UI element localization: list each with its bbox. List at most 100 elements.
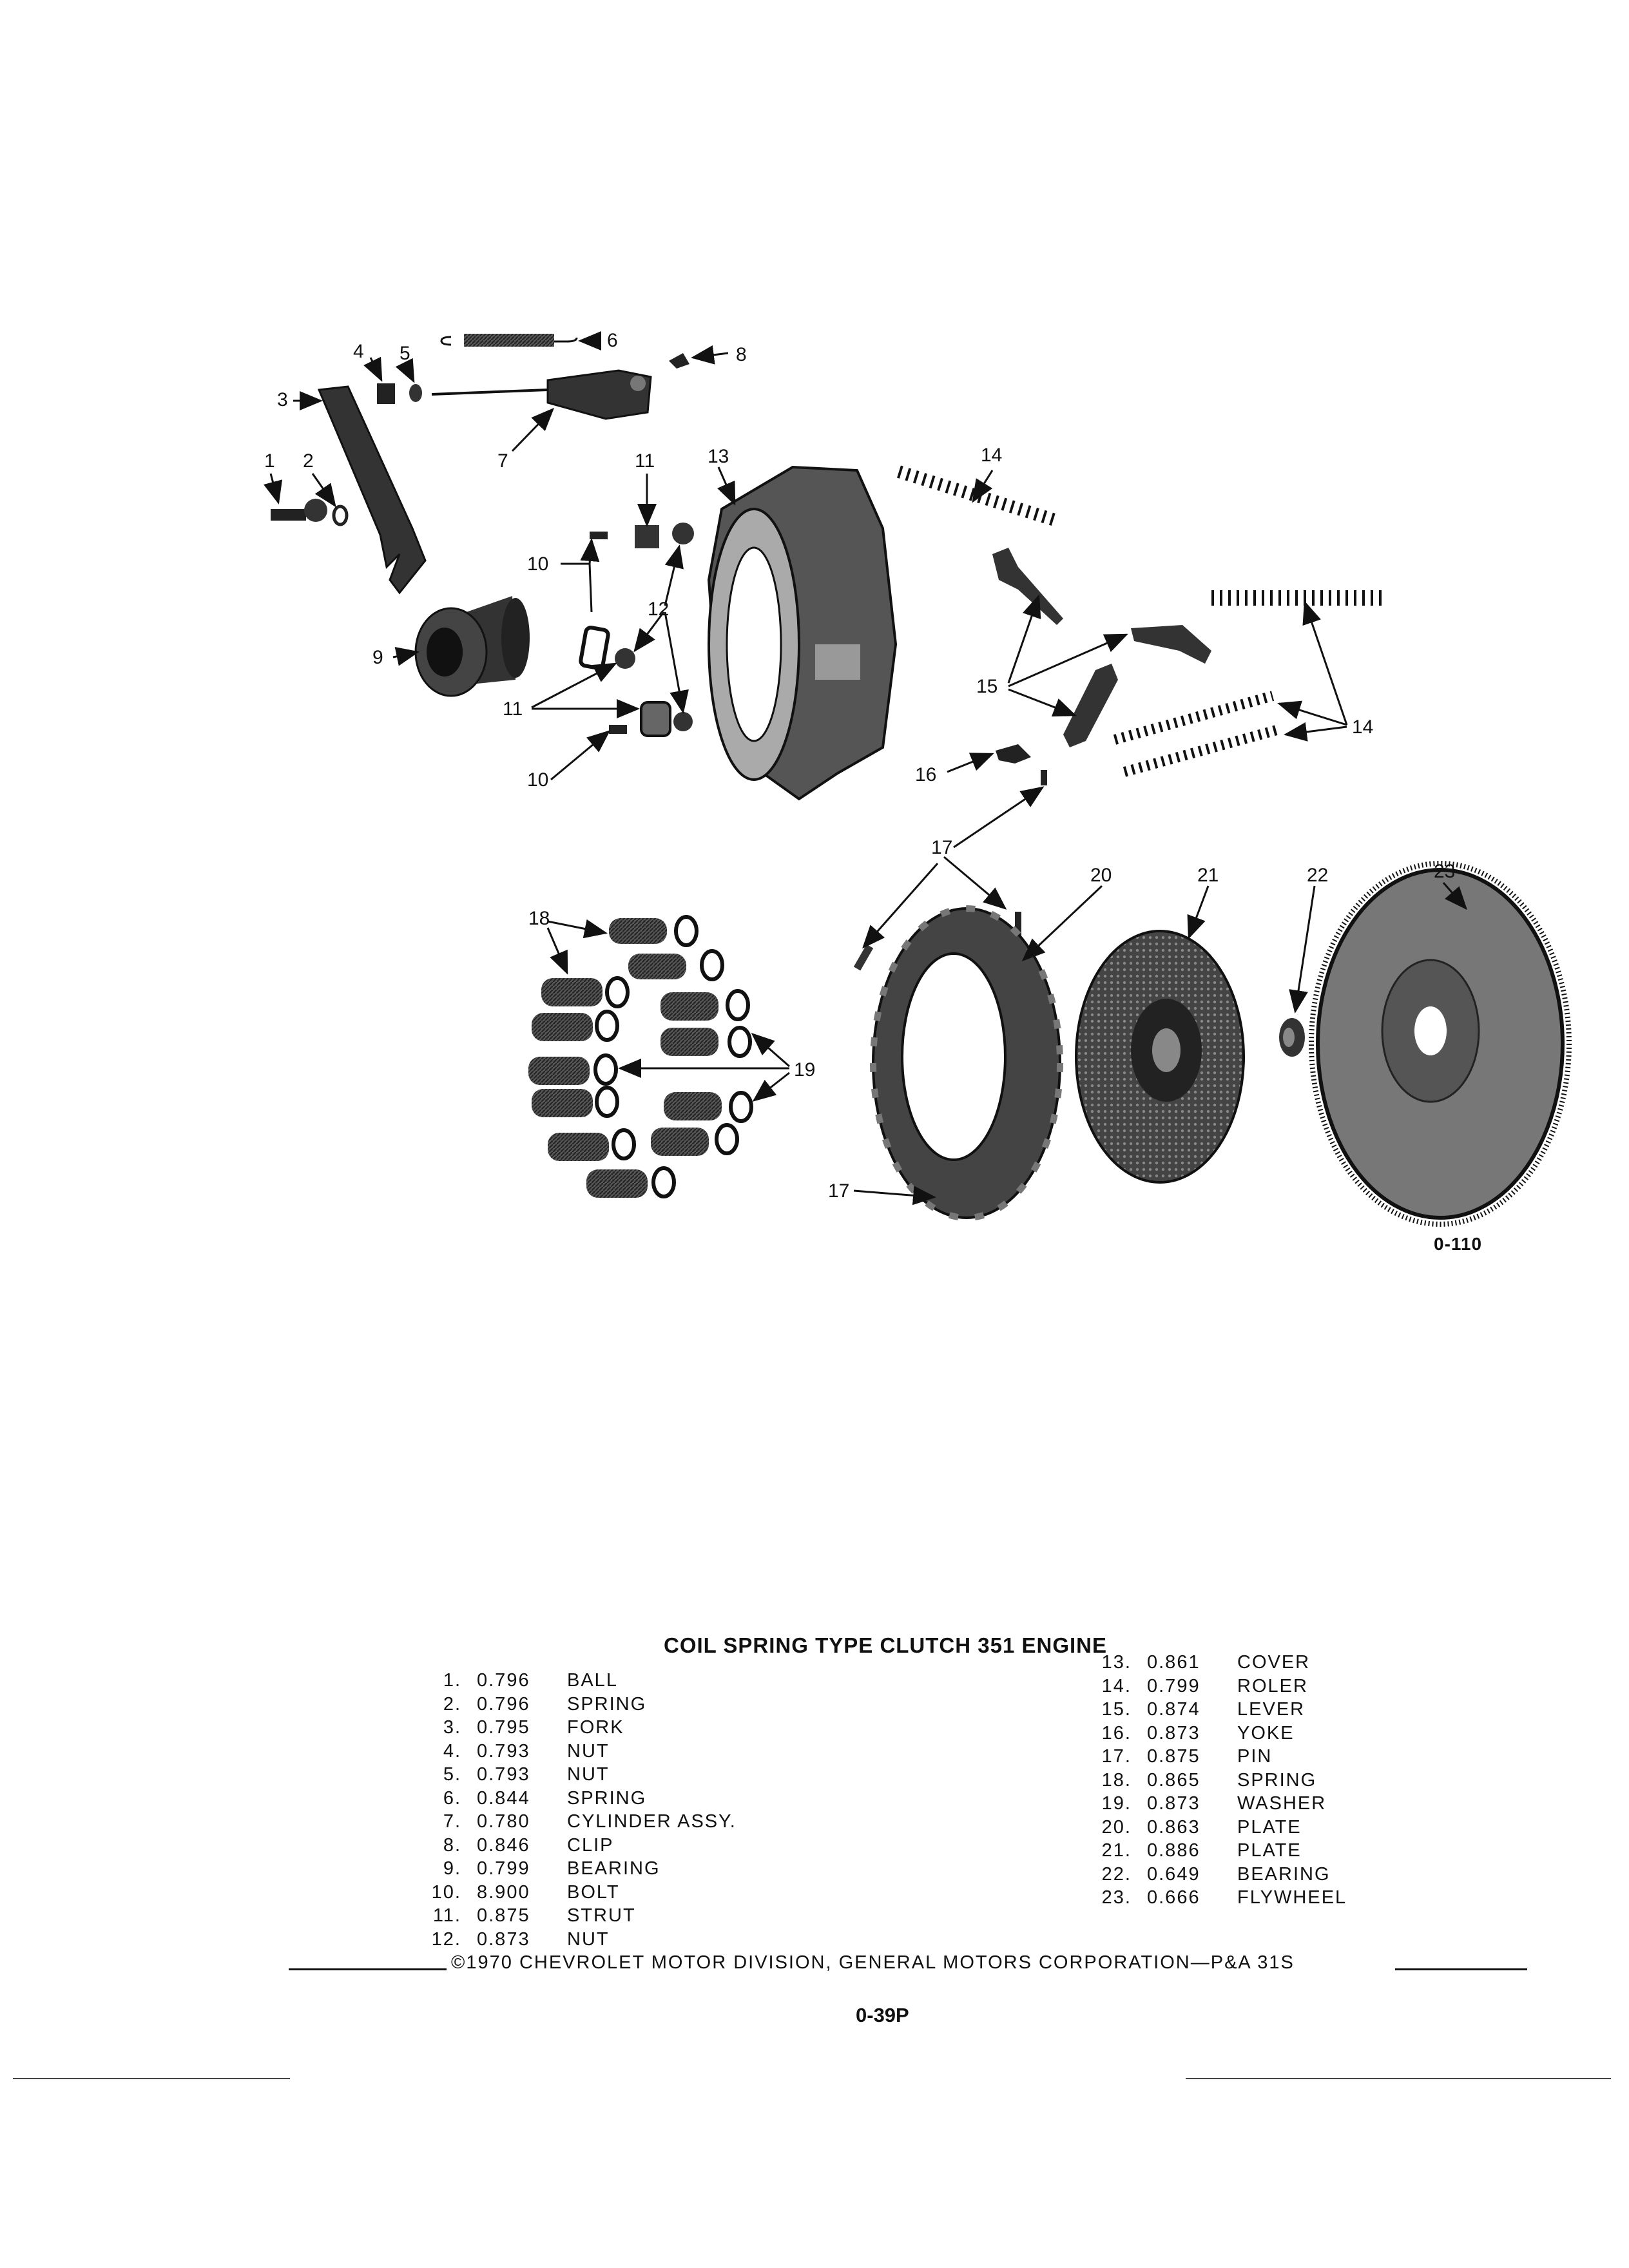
return-spring-part [440,334,578,347]
strut-and-bolt-parts [579,523,694,737]
callout-6: 6 [607,330,618,351]
part-code: 0.863 [1147,1816,1200,1838]
part-name: COVER [1237,1652,1311,1673]
part-code: 0.861 [1147,1652,1200,1673]
callout-7: 7 [497,450,508,472]
part-number: 4. [443,1740,461,1762]
page-edge-mark [1186,2078,1611,2079]
part-name: FLYWHEEL [1237,1887,1347,1908]
callout-9: 9 [372,647,383,668]
part-number: 3. [443,1717,461,1738]
parts-list-row: 7. 0.780 CYLINDER ASSY. [425,1810,737,1834]
part-number: 5. [443,1764,461,1785]
callout-14b: 14 [1352,716,1373,738]
parts-list-title: COIL SPRING TYPE CLUTCH 351 ENGINE [664,1633,1108,1657]
callout-4: 4 [353,341,364,362]
part-code: 0.796 [477,1693,530,1715]
part-number: 19. [1101,1793,1132,1814]
part-number: 23. [1101,1887,1132,1908]
part-code: 0.886 [1147,1840,1200,1861]
spring-clip-part [332,505,349,526]
pressure-plate-part [870,905,1063,1221]
callout-2: 2 [303,450,314,472]
callout-17a: 17 [931,837,952,858]
callout-21: 21 [1197,865,1219,886]
part-name: YOKE [1237,1722,1295,1744]
callout-12: 12 [648,599,669,620]
part-code: 0.780 [477,1811,530,1832]
part-code: 0.793 [477,1764,530,1785]
page-number: 0-39P [856,2004,909,2026]
part-number: 2. [443,1693,461,1715]
part-name: ROLER [1237,1675,1308,1696]
part-code: 8.900 [477,1881,530,1903]
part-code: 0.873 [477,1928,530,1950]
part-number: 12. [431,1928,461,1950]
part-code: 0.846 [477,1834,530,1856]
part-name: NUT [567,1740,610,1762]
part-number: 16. [1101,1722,1132,1744]
part-code: 0.795 [477,1717,530,1738]
part-code: 0.799 [1147,1675,1200,1696]
callout-5: 5 [400,343,410,364]
copyright-notice: ©1970 CHEVROLET MOTOR DIVISION, GENERAL … [451,1952,1295,1973]
part-name: STRUT [567,1905,636,1926]
part-number: 10. [431,1881,461,1903]
part-name: PLATE [1237,1840,1302,1861]
part-number: 20. [1101,1816,1132,1838]
callout-16: 16 [915,764,936,785]
callout-1: 1 [264,450,275,472]
part-number: 21. [1101,1840,1132,1861]
pilot-bearing-part [1279,1018,1305,1057]
flywheel-part [1309,861,1572,1227]
yoke-part [996,744,1031,764]
part-number: 1. [443,1670,461,1691]
nut-4-part [377,383,395,404]
part-number: 13. [1101,1652,1132,1673]
part-name: SPRING [1237,1769,1317,1791]
parts-list-row: 10. 8.900 BOLT [425,1881,737,1905]
part-name: SPRING [567,1693,647,1715]
callout-23: 23 [1434,861,1455,882]
clutch-disc-part [1075,930,1245,1184]
callout-17b: 17 [828,1180,849,1202]
callout-15: 15 [976,676,998,697]
part-name: CYLINDER ASSY. [567,1811,737,1832]
part-name: BOLT [567,1881,620,1903]
callout-8: 8 [736,344,747,365]
exploded-view-diagram: 1 2 3 4 5 6 7 8 9 10 10 11 11 12 13 14 1… [264,330,1572,1227]
part-name: NUT [567,1764,610,1785]
part-name: BEARING [1237,1863,1331,1885]
clip-part [669,353,689,369]
nut-5-part [409,384,422,402]
callout-18: 18 [528,908,550,929]
cylinder-assembly-part [431,369,652,420]
copyright-rule-right [1395,1968,1527,1970]
part-code: 0.649 [1147,1863,1200,1885]
callout-20: 20 [1090,865,1112,886]
part-number: 17. [1101,1746,1132,1767]
parts-list-row: 22. 0.649 BEARING [1095,1863,1347,1887]
part-number: 15. [1101,1699,1132,1720]
part-number: 7. [443,1811,461,1832]
release-levers-part [992,548,1211,747]
figure-id: 0-110 [1434,1234,1483,1254]
part-code: 0.865 [1147,1769,1200,1791]
part-number: 22. [1101,1863,1132,1885]
part-code: 0.666 [1147,1887,1200,1908]
part-code: 0.873 [1147,1722,1200,1744]
